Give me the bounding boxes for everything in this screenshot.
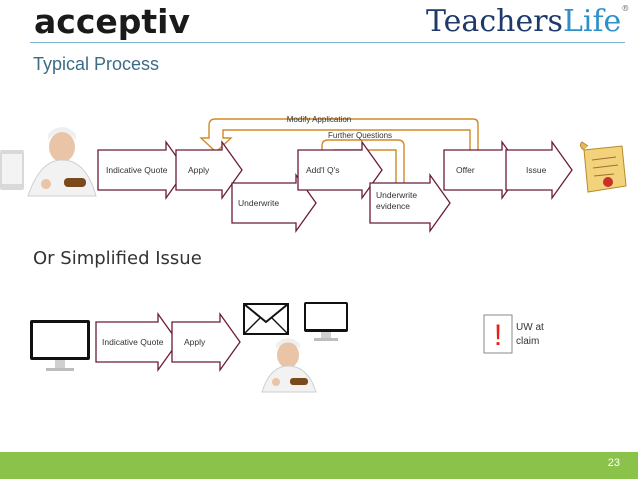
step-label-indicative-quote: Indicative Quote xyxy=(106,165,168,175)
uw-at-claim-line2: claim xyxy=(516,336,539,347)
step-underwrite-evidence xyxy=(369,172,451,234)
step-label-issue: Issue xyxy=(526,165,547,175)
person-with-laptop-icon xyxy=(0,127,97,197)
step-label-addl-qs: Add'l Q's xyxy=(306,165,339,175)
step-label-apply: Apply xyxy=(188,165,210,175)
step-label-offer: Offer xyxy=(456,165,475,175)
simplified-step-label-indicative-quote: Indicative Quote xyxy=(102,337,164,347)
acceptiv-logo: acceptiv xyxy=(34,2,190,41)
person-icon xyxy=(261,338,317,393)
teacherslife-logo-main: Teachers xyxy=(426,4,563,39)
footer-bar xyxy=(0,452,638,479)
step-label-underwrite: Underwrite xyxy=(238,198,279,208)
simplified-step-label-apply: Apply xyxy=(184,337,206,347)
step-underwrite xyxy=(231,172,317,234)
alert-icon xyxy=(483,314,513,354)
section-title-typical-process: Typical Process xyxy=(33,54,160,74)
registered-mark: ® xyxy=(621,4,630,13)
loop-label-further-questions: Further Questions xyxy=(328,131,392,140)
step-label-underwrite-evidence-2: evidence xyxy=(376,201,410,211)
simplified-step-indicative-quote xyxy=(95,311,179,373)
loop-label-modify-application: Modify Application xyxy=(287,115,351,124)
uw-at-claim-line1: UW at xyxy=(516,322,544,333)
simplified-step-apply xyxy=(171,311,241,373)
page-number: 23 xyxy=(607,457,620,469)
envelope-icon xyxy=(243,303,289,335)
teacherslife-logo: TeachersLife® xyxy=(426,4,629,39)
desktop-monitor-icon xyxy=(30,320,90,371)
teacherslife-logo-accent: Life xyxy=(562,4,622,39)
step-label-underwrite-evidence-1: Underwrite xyxy=(376,190,417,200)
loop-modify-application xyxy=(199,118,479,159)
alert-glyph: ! xyxy=(494,319,502,352)
certificate-scroll-icon xyxy=(579,141,627,193)
small-monitor-icon xyxy=(304,302,348,341)
header-divider xyxy=(30,42,625,43)
step-issue xyxy=(505,139,573,201)
section-title-simplified-issue: Or Simplified Issue xyxy=(33,248,202,269)
